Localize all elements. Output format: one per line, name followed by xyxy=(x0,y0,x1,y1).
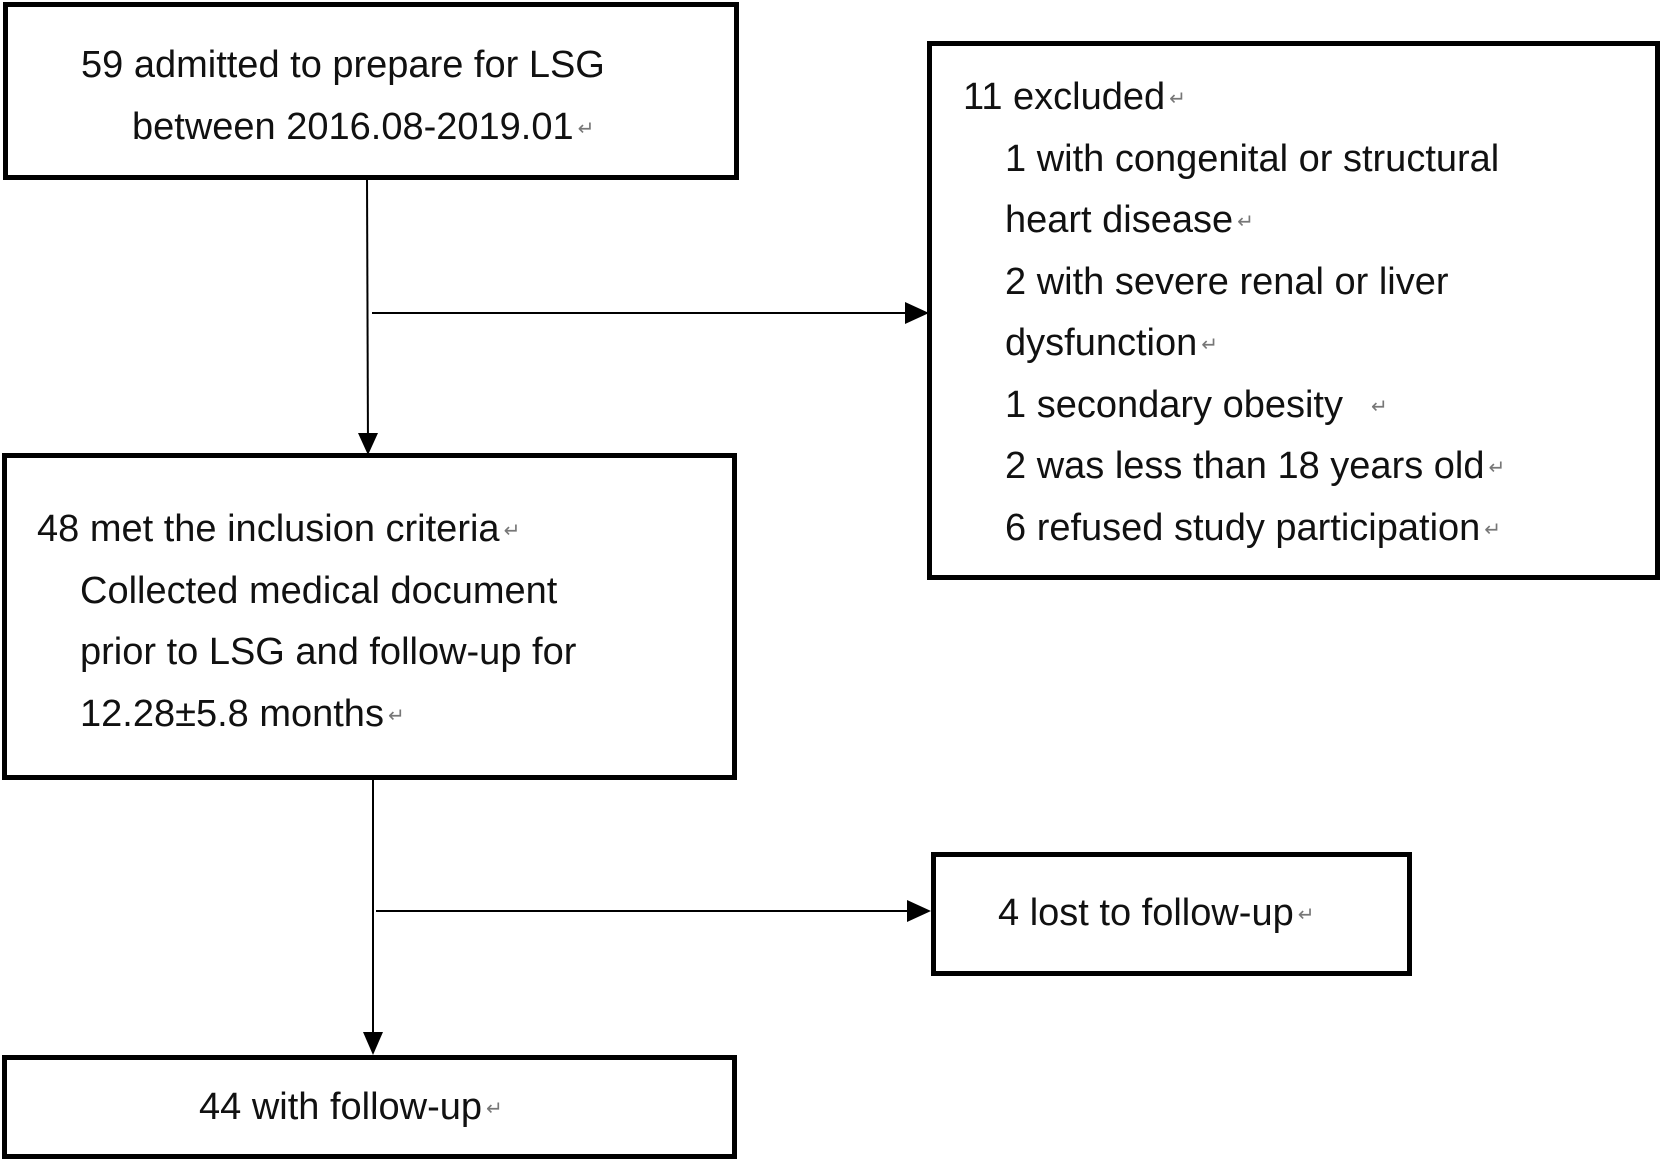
lost-label: 4 lost to follow-up↵ xyxy=(998,892,1315,934)
paragraph-mark: ↵ xyxy=(387,704,405,727)
included-line: Collected medical document xyxy=(80,570,558,612)
arrowhead-excluded xyxy=(905,302,929,324)
box-with-follow-up: 44 with follow-up↵ xyxy=(2,1055,737,1159)
admitted-line-2: between 2016.08-2019.01↵ xyxy=(132,106,595,148)
paragraph-mark: ↵ xyxy=(1169,87,1186,110)
excluded-item: 2 with severe renal or liver xyxy=(1005,261,1449,303)
paragraph-mark: ↵ xyxy=(1484,518,1502,541)
paragraph-mark: ↵ xyxy=(1201,333,1218,356)
box-excluded: 11 excluded↵ 1 with congenital or struct… xyxy=(927,41,1660,580)
arrowhead-followup xyxy=(363,1032,383,1055)
followup-label: 44 with follow-up↵ xyxy=(199,1086,503,1128)
paragraph-mark: ↵ xyxy=(1370,395,1388,418)
box-lost-to-follow-up: 4 lost to follow-up↵ xyxy=(931,852,1412,976)
arrow-admitted-to-included xyxy=(366,177,369,451)
paragraph-mark: ↵ xyxy=(1237,210,1254,233)
excluded-item: 2 was less than 18 years old↵ xyxy=(1005,445,1506,487)
admitted-line-1: 59 admitted to prepare for LSG xyxy=(81,44,605,86)
box-admitted: 59 admitted to prepare for LSG between 2… xyxy=(3,2,739,180)
included-title: 48 met the inclusion criteria↵ xyxy=(37,508,521,550)
excluded-title: 11 excluded↵ xyxy=(963,76,1186,118)
excluded-item: heart disease↵ xyxy=(1005,199,1254,241)
paragraph-mark: ↵ xyxy=(503,519,521,542)
paragraph-mark: ↵ xyxy=(1297,903,1315,926)
paragraph-mark: ↵ xyxy=(486,1097,503,1120)
excluded-item: 1 with congenital or structural xyxy=(1005,138,1500,180)
included-line: 12.28±5.8 months↵ xyxy=(80,693,405,735)
excluded-item: dysfunction↵ xyxy=(1005,322,1218,364)
paragraph-mark: ↵ xyxy=(577,117,595,140)
excluded-item: 1 secondary obesity↵ xyxy=(1005,384,1388,426)
arrowhead-lost xyxy=(907,900,931,922)
box-included: 48 met the inclusion criteria↵ Collected… xyxy=(2,453,737,780)
paragraph-mark: ↵ xyxy=(1488,456,1506,479)
arrowhead-included xyxy=(358,433,378,455)
included-line: prior to LSG and follow-up for xyxy=(80,631,577,673)
excluded-item: 6 refused study participation↵ xyxy=(1005,507,1502,549)
